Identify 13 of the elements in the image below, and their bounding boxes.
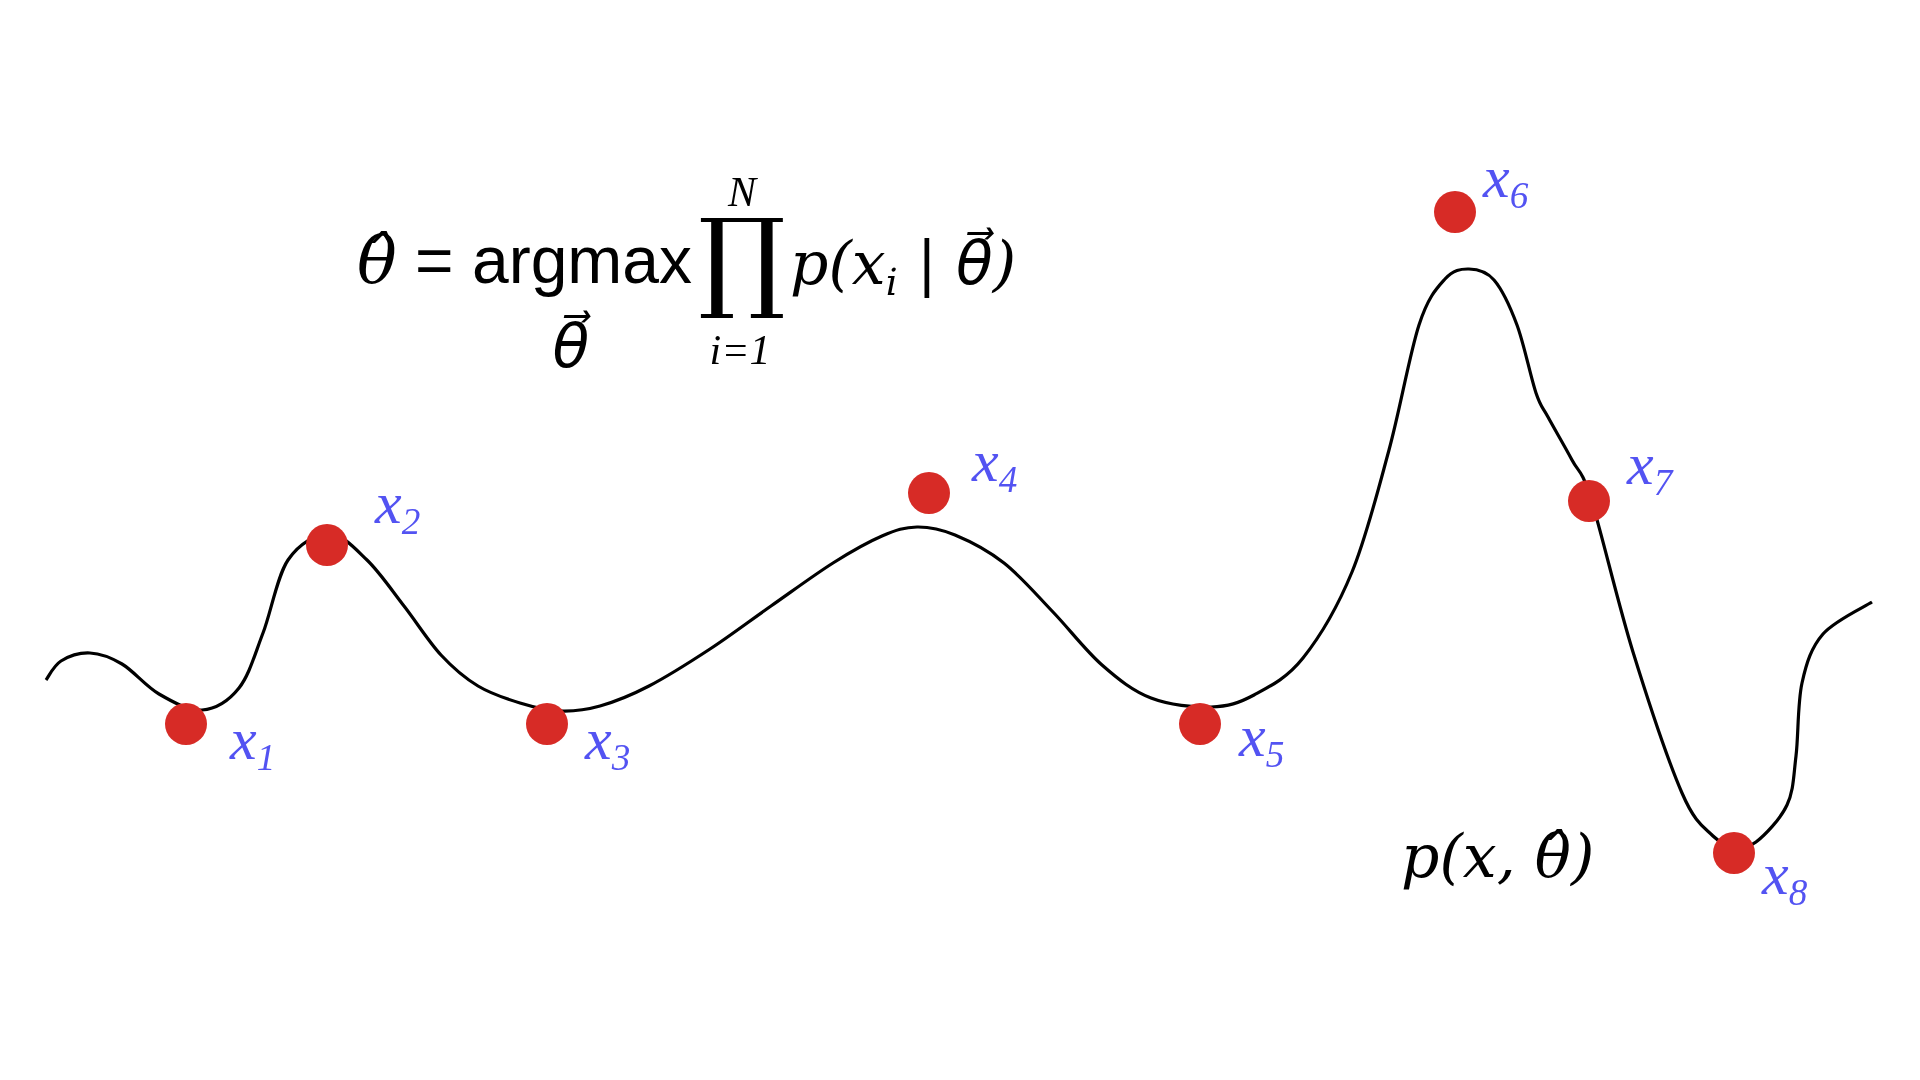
point-label: x$_{3}$ [585, 704, 631, 778]
point-label: x$_{1}$ [230, 704, 276, 778]
point-label: x$_{2}$ [375, 468, 421, 542]
point-label: x$_{4}$ [972, 426, 1018, 500]
point-label: x$_{7}$ [1627, 429, 1673, 503]
point-label: x$_{6}$ [1483, 142, 1529, 216]
likelihood-term: p(x$_{i}$ | θ⃗) [790, 226, 1017, 302]
argmax-subscript: θ⃗ [552, 309, 590, 383]
point-label: x$_{5}$ [1239, 701, 1285, 775]
product-lower-limit: i=1 [709, 326, 771, 376]
argmax-expression: θ̂ = argmax [357, 220, 693, 301]
point-label: x$_{8}$ [1762, 839, 1808, 913]
curve-label: p(x, θ̂) [1401, 819, 1595, 893]
